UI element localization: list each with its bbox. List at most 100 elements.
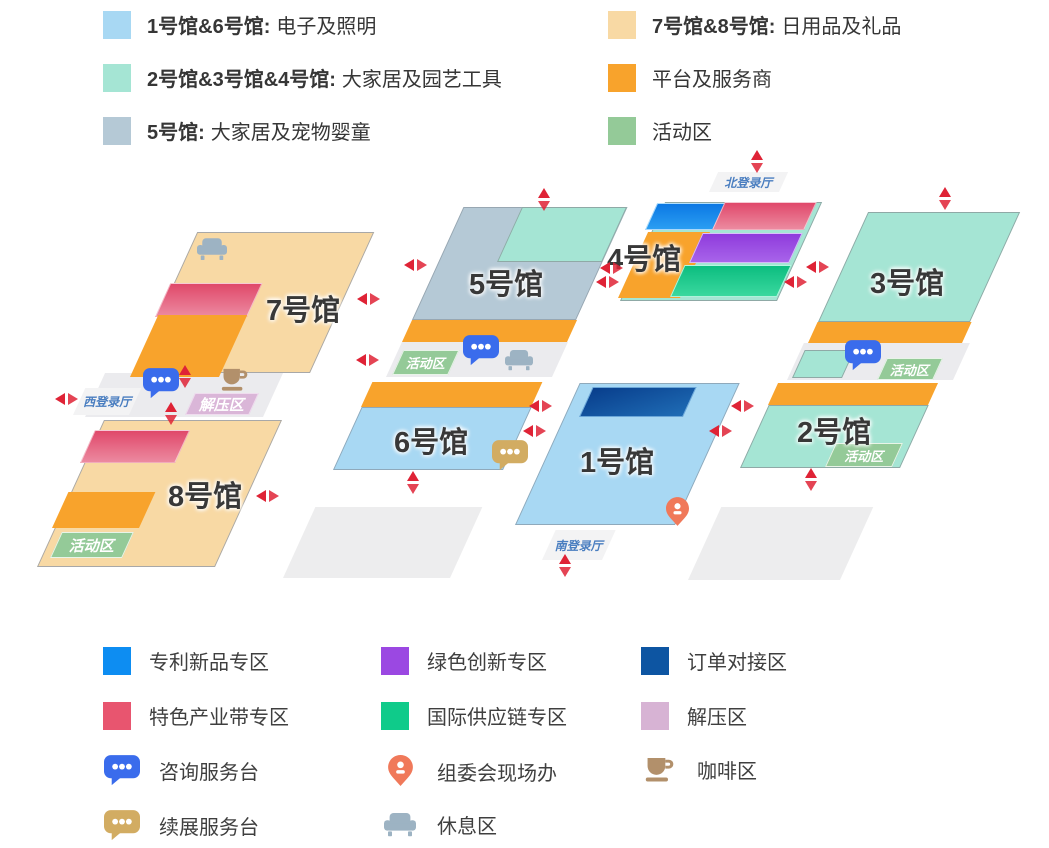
transfer-arrow-v: [407, 471, 419, 494]
legend-top-item-hall-5: 5号馆:大家居及宠物婴童: [103, 116, 371, 145]
hall-4-industry-zone: [712, 202, 817, 230]
chat-blue-icon: [143, 368, 179, 404]
activity-label: 活动区: [406, 356, 446, 371]
legend-bottom-item-patent-zone: 专利新品专区: [103, 646, 269, 675]
legend-bottom-item-green-innovation-zone: 绿色创新专区: [381, 646, 547, 675]
legend-swatch-relax-zone: [641, 701, 669, 730]
hall-2-label: 2号馆: [797, 417, 872, 449]
legend-label: 订单对接区: [687, 652, 787, 674]
transfer-arrow-h: [523, 425, 546, 437]
transfer-arrow-h: [784, 276, 807, 288]
transfer-arrow-v: [559, 554, 571, 577]
legend-bottom-item-rest-zone: 休息区: [381, 810, 497, 839]
transfer-arrow-h: [529, 400, 552, 412]
hall-4-green-innovation-zone: [689, 233, 803, 263]
ghost-block-southwest: [283, 507, 483, 578]
legend-label-bold: 7号馆&8号馆:: [652, 16, 776, 38]
sofa-icon: [381, 812, 419, 837]
chat-blue-icon: [463, 335, 499, 371]
transfer-arrow-v: [805, 468, 817, 491]
legend-bottom-item-relax-zone: 解压区: [641, 701, 747, 730]
hall-8-industry-zone: [80, 430, 191, 463]
hall-8-activity-plate: 活动区: [50, 532, 134, 558]
legend-label: 组委会现场办: [437, 762, 557, 785]
hall-1-label: 1号馆: [580, 447, 655, 479]
hall-5-label: 5号馆: [469, 269, 544, 301]
legend-top-item-activity: 活动区: [608, 116, 712, 145]
legend-bottom-item-intl-supply-zone: 国际供应链专区: [381, 701, 567, 730]
pin-orange-icon: [666, 497, 689, 532]
legend-swatch-order-zone: [641, 646, 669, 675]
hall-3-label: 3号馆: [870, 268, 945, 300]
pin-orange-icon: [381, 755, 419, 787]
legend-swatch-hall-5: [103, 116, 131, 145]
legend-label-desc: 大家居及宠物婴童: [210, 122, 371, 144]
coffee-icon: [641, 757, 679, 782]
relax-zone-label: 解压区: [199, 396, 245, 414]
legend-label-desc: 大家居及园艺工具: [341, 69, 502, 91]
transfer-arrow-h: [731, 400, 754, 412]
transfer-arrow-h: [357, 293, 380, 305]
transfer-arrow-h: [356, 354, 379, 366]
hall-6-label: 6号馆: [394, 427, 469, 459]
legend-swatch-halls-1-6: [103, 10, 131, 39]
legend-label: 专利新品专区: [149, 652, 269, 674]
transfer-arrow-v: [751, 150, 763, 173]
legend-bottom-item-coffee-zone: 咖啡区: [641, 755, 757, 784]
legend-label: 咖啡区: [697, 761, 757, 783]
transfer-arrow-h: [256, 490, 279, 502]
ghost-block-southeast: [688, 507, 874, 580]
hall-1-order-zone: [579, 387, 697, 417]
chat-tan-icon: [103, 810, 141, 841]
hall-6-platform-stripe: [361, 382, 543, 407]
legend-label: 活动区: [652, 122, 712, 144]
legend-label: 7号馆&8号馆:日用品及礼品: [652, 10, 901, 39]
hall-8-label: 8号馆: [168, 481, 243, 513]
transfer-arrow-h: [596, 276, 619, 288]
hall-7-label: 7号馆: [266, 295, 341, 327]
legend-swatch-patent-zone: [103, 646, 131, 675]
transfer-arrow-h: [709, 425, 732, 437]
chat-blue-icon: [845, 340, 881, 376]
west-entry-hall-label: 西登录厅: [83, 395, 132, 409]
transfer-arrow-v: [939, 187, 951, 210]
legend-label-desc: 日用品及礼品: [781, 16, 902, 38]
transfer-arrow-v: [179, 365, 191, 388]
legend-swatch-industry-zone: [103, 701, 131, 730]
transfer-arrow-h: [600, 262, 623, 274]
legend-swatch-halls-7-8: [608, 10, 636, 39]
legend-label-bold: 5号馆:: [147, 122, 205, 144]
sofa-icon: [505, 350, 533, 376]
legend-label: 续展服务台: [159, 817, 259, 839]
legend-bottom-item-renewal-desk: 续展服务台: [103, 810, 259, 841]
chat-blue-icon: [103, 755, 141, 786]
legend-label: 5号馆:大家居及宠物婴童: [147, 116, 371, 145]
relax-zone-plate: 解压区: [185, 393, 260, 415]
activity-label: 活动区: [69, 537, 115, 555]
hall-3-platform-stripe: [808, 322, 972, 343]
north-entry-hall-plate: 北登录厅: [709, 172, 789, 192]
legend-swatch-green-innovation-zone: [381, 646, 409, 675]
legend-swatch-halls-2-3-4: [103, 63, 131, 92]
south-entry-hall-label: 南登录厅: [554, 538, 603, 553]
legend-bottom-item-committee-office: 组委会现场办: [381, 755, 557, 787]
coffee-icon: [220, 368, 250, 396]
legend-label: 解压区: [687, 707, 747, 729]
legend-label: 国际供应链专区: [427, 707, 567, 729]
legend-label: 2号馆&3号馆&4号馆:大家居及园艺工具: [147, 63, 502, 92]
transfer-arrow-v: [538, 188, 550, 211]
legend-top-item-halls-2-3-4: 2号馆&3号馆&4号馆:大家居及园艺工具: [103, 63, 502, 92]
legend-top-item-halls-7-8: 7号馆&8号馆:日用品及礼品: [608, 10, 901, 39]
transfer-arrow-h: [806, 261, 829, 273]
legend-label-desc: 电子及照明: [276, 16, 377, 38]
legend-label: 1号馆&6号馆:电子及照明: [147, 10, 376, 39]
legend-swatch-platform: [608, 63, 636, 92]
transfer-arrow-h: [404, 259, 427, 271]
legend-top-item-platform: 平台及服务商: [608, 63, 772, 92]
transfer-arrow-h: [55, 393, 78, 405]
sofa-icon: [197, 238, 227, 266]
legend-label: 特色产业带专区: [149, 707, 289, 729]
center-activity-plate: 活动区: [392, 350, 460, 375]
legend-bottom-item-order-zone: 订单对接区: [641, 646, 787, 675]
transfer-arrow-v: [165, 402, 177, 425]
